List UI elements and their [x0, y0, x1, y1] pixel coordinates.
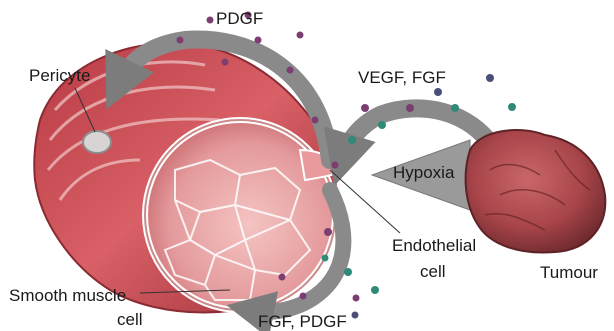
label-hypoxia: Hypoxia	[393, 163, 454, 182]
label-endothelial-line2: cell	[420, 262, 446, 281]
label-smooth-muscle-line2: cell	[117, 310, 143, 329]
label-endothelial-line1: Endothelial	[392, 236, 476, 255]
tumour-mass	[466, 130, 606, 253]
label-vegf-fgf: VEGF, FGF	[358, 68, 446, 87]
label-tumour: Tumour	[540, 263, 598, 282]
label-pericyte: Pericyte	[29, 66, 90, 85]
label-fgf-pdgf: FGF, PDGF	[258, 312, 347, 331]
label-smooth-muscle-line1: Smooth muscle	[9, 286, 126, 305]
label-pdgf: PDGF	[216, 9, 263, 28]
pericyte-cell	[83, 131, 111, 153]
